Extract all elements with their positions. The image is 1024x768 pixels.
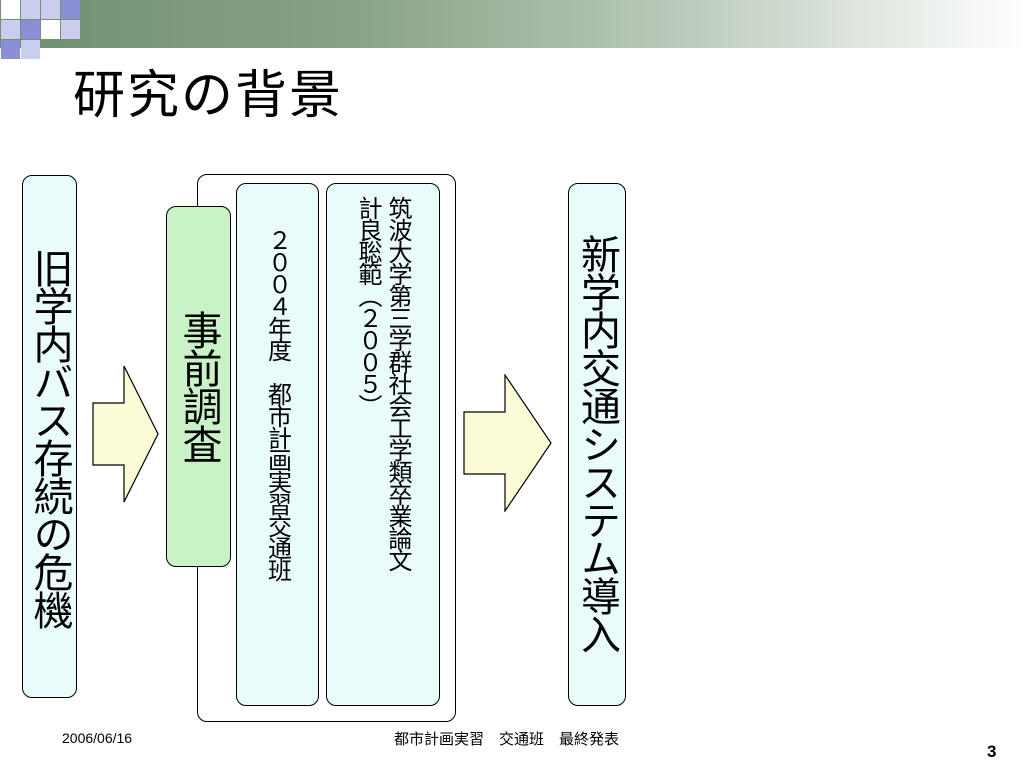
pre-survey-label: 事前調査	[175, 310, 222, 462]
right-arrow-icon	[463, 374, 552, 512]
slide-title: 研究の背景	[73, 66, 344, 126]
pre-survey-box: 事前調査	[166, 206, 231, 567]
old-bus-crisis-box: 旧学内バス存続の危機	[22, 175, 77, 698]
footer-title: 都市計画実習 交通班 最終発表	[394, 730, 620, 748]
thesis-label: 筑波大学第三学群社会工学類卒業論文 計良聡範（２００５）	[354, 196, 412, 570]
page-number: 3	[987, 742, 997, 761]
new-transit-box: 新学内交通システム導入	[568, 183, 626, 706]
corner-decoration-icon	[0, 0, 80, 60]
study-2004-label: ２００４年度 都市計画実習交通班	[263, 228, 292, 580]
study-2004-box: ２００４年度 都市計画実習交通班	[236, 183, 319, 706]
header-bar	[0, 0, 1024, 48]
thesis-box: 筑波大学第三学群社会工学類卒業論文 計良聡範（２００５）	[326, 183, 440, 706]
old-bus-crisis-label: 旧学内バス存続の危機	[26, 248, 73, 628]
footer-date: 2006/06/16	[62, 730, 133, 746]
right-arrow-icon	[92, 365, 159, 503]
new-transit-label: 新学内交通システム導入	[574, 234, 620, 652]
